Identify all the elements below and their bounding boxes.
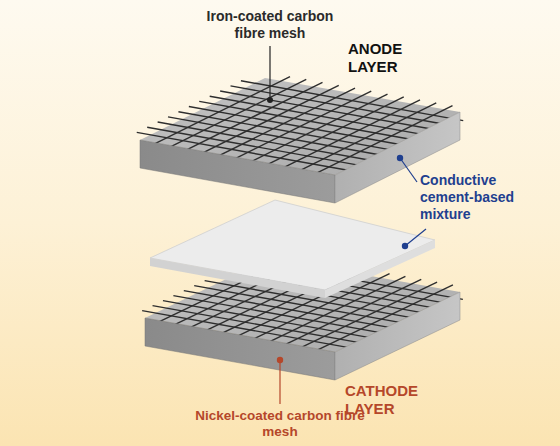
cement-plate	[150, 200, 435, 298]
anode-slab	[137, 77, 463, 203]
leader-lines	[267, 46, 426, 404]
mesh-strand	[231, 86, 453, 126]
mesh-label: Iron-coated carbon fibre mesh	[200, 8, 340, 42]
mesh-strand	[245, 94, 388, 165]
mesh-label: Nickel-coated carbon fibre mesh	[195, 408, 365, 440]
mesh-strand	[241, 81, 463, 121]
layer-label: ANODE LAYER	[348, 40, 428, 76]
material-label: Conductive cement-based mixture	[420, 172, 550, 223]
mesh-strand	[278, 100, 421, 171]
